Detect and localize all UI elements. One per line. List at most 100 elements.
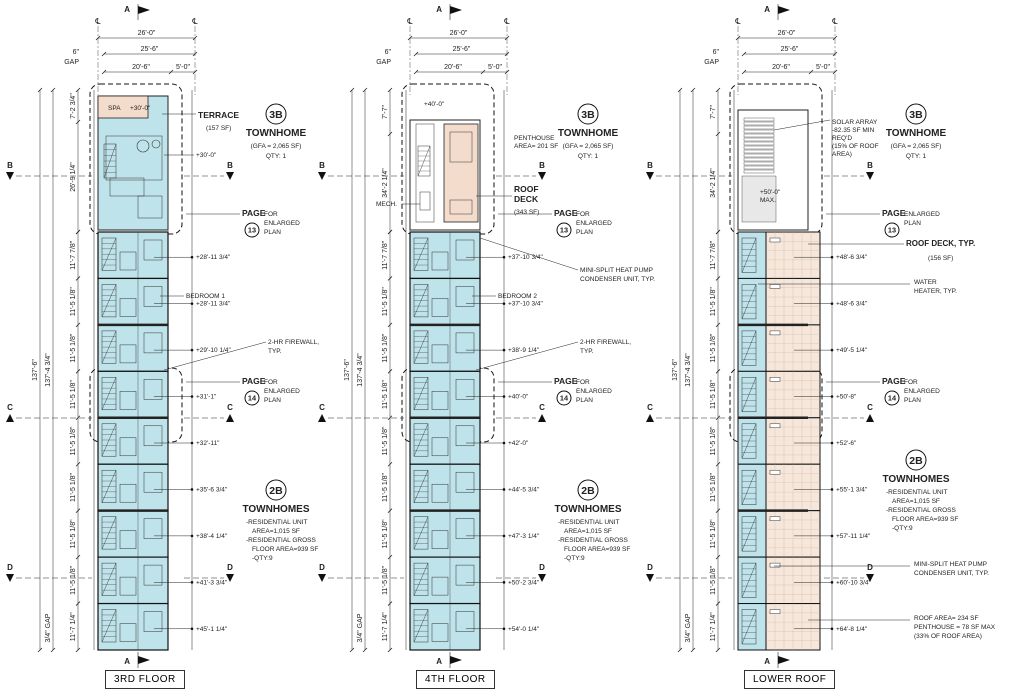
leader-dot <box>502 627 506 631</box>
dimension-tick <box>387 601 393 606</box>
dimension-tick <box>387 276 393 281</box>
section-marker-d: D <box>538 563 546 582</box>
unit-elevation: +38'-9 1/4" <box>508 347 540 354</box>
page-ref-14-circle <box>884 390 900 406</box>
townhomes-2b-line3: -RESIDENTIAL GROSS <box>886 507 956 514</box>
unit-elevation: +37'-10 3/4" <box>508 254 544 261</box>
section-arrow-icon <box>866 414 874 422</box>
page-ref-word: PAGE <box>882 208 906 218</box>
townhome-unit <box>409 463 481 512</box>
solar-max-elevation: +50'-0"MAX. <box>760 189 781 204</box>
unit-elevation: +37'-10 3/4" <box>508 301 544 308</box>
bath-icon <box>119 298 137 317</box>
tag-3b-text: 3B <box>581 109 595 121</box>
solar-panel <box>743 129 775 134</box>
leader-dot <box>830 395 834 398</box>
section-letter: C <box>647 403 653 412</box>
dim-unit-length: 11'-7 1/4" <box>710 612 717 642</box>
solar-panel <box>743 149 775 154</box>
dim-unit-length: 11'-5 1/8" <box>70 426 77 456</box>
section-letter: C <box>227 403 233 412</box>
townhome-unit <box>97 324 169 372</box>
unit-floor <box>97 602 169 651</box>
page-ref-13-circle <box>884 222 900 238</box>
dim-total-length: 137'-6" <box>32 359 39 381</box>
dimension-tick <box>715 87 721 93</box>
section-letter: D <box>319 563 325 572</box>
enlarged-plan-boundary-13 <box>729 83 823 235</box>
dim-unit-length: 11'-5 1/8" <box>710 380 717 410</box>
unit-floor <box>409 324 481 372</box>
dimension-tick <box>37 647 43 653</box>
stair-line <box>413 377 429 410</box>
townhome-unit <box>409 602 481 651</box>
dimension-tick <box>690 647 696 653</box>
unit-floor <box>409 231 481 280</box>
section-marker-b: B <box>538 161 546 180</box>
leader-dot <box>502 348 506 352</box>
townhome-unit <box>97 556 169 605</box>
dim-top-segment-a: 7'-7" <box>710 105 717 119</box>
tag-2b-text: 2B <box>269 485 283 497</box>
section-marker-c: C <box>538 403 546 422</box>
section-a-arrow-icon <box>138 6 150 14</box>
dimension-tick <box>715 554 721 560</box>
section-marker-d: D <box>866 563 874 582</box>
dim-right-width: 5'-0" <box>816 64 830 71</box>
page-ref-word: PAGE <box>554 208 578 218</box>
dimension-tick <box>715 601 721 606</box>
stair-line <box>101 284 117 317</box>
townhome-3b-gfa: (GFA = 2,065 SF) <box>563 143 614 150</box>
stair-line <box>413 516 429 550</box>
dimension-tick <box>715 229 721 235</box>
dim-unit-length: 11'-5 1/8" <box>382 519 389 549</box>
dim-unit-length: 11'-5 1/8" <box>710 426 717 456</box>
dimension-tick <box>407 35 413 41</box>
section-letter: D <box>7 563 13 572</box>
dim-gap-word: GAP <box>376 59 391 66</box>
sofa-icon <box>449 199 473 215</box>
dimension-tick <box>387 229 393 235</box>
tag-3b-circle <box>265 103 287 125</box>
dim-unit-length: 11'-5 1/8" <box>382 287 389 317</box>
dimension-tick <box>715 131 721 137</box>
leader-dot <box>830 348 834 352</box>
tag-3b-text: 3B <box>269 109 283 121</box>
leader-dot <box>190 395 194 398</box>
stair-line <box>101 377 117 410</box>
section-arrow-icon <box>6 414 14 422</box>
bed-icon <box>143 379 163 400</box>
solar-panel <box>743 169 775 174</box>
unit-elevation: +50'-2 3/4" <box>508 579 540 586</box>
dimension-tick <box>75 369 81 374</box>
section-letter: B <box>647 161 653 170</box>
dimension-tick <box>387 87 393 93</box>
section-marker-d: D <box>226 563 234 582</box>
penthouse-top-elevation: +40'-0" <box>424 101 445 108</box>
leader-dot <box>830 302 834 305</box>
bath-icon <box>119 391 137 410</box>
stair-line <box>741 423 757 459</box>
condenser-unit-icon <box>769 469 781 475</box>
firewall-note: 2-HR FIREWALL,TYP. <box>580 339 631 355</box>
dimension-tick <box>37 87 43 93</box>
bed-icon <box>143 518 163 539</box>
section-arrow-icon <box>646 172 654 180</box>
interior-core <box>415 123 435 223</box>
roof-deck-area: (343 SF) <box>514 209 539 216</box>
centerline-symbol: ℄ <box>94 17 101 26</box>
dimension-tick <box>715 369 721 374</box>
solar-panel <box>743 125 775 130</box>
section-letter: B <box>319 161 325 170</box>
townhome-unit <box>97 510 169 558</box>
solar-panel <box>743 121 775 126</box>
dimension-tick <box>735 35 741 41</box>
unit-elevation: +55'-1 3/4" <box>836 486 868 493</box>
bed-icon <box>455 611 475 632</box>
section-letter: D <box>227 563 233 572</box>
page-ref-13-circle <box>244 222 260 238</box>
dimension-tick <box>715 415 721 421</box>
tag-2b-circle <box>265 479 287 501</box>
section-marker-c: C <box>226 403 234 422</box>
